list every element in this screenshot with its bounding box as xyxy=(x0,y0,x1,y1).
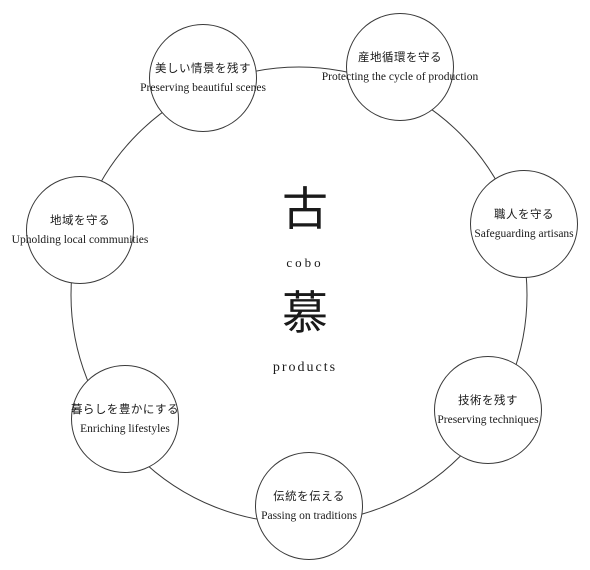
value-node-protecting-production-cycle: 産地循環を守る Protecting the cycle of producti… xyxy=(322,13,478,121)
value-node-safeguarding-artisans: 職人を守る Safeguarding artisans xyxy=(470,170,578,278)
value-label-jp: 職人を守る xyxy=(494,207,554,221)
value-node-preserving-scenes: 美しい情景を残す Preserving beautiful scenes xyxy=(140,24,266,132)
value-label-en: Protecting the cycle of production xyxy=(321,71,479,83)
value-node-local-communities: 地域を守る Upholding local communities xyxy=(12,176,148,284)
value-node-preserving-techniques: 技術を残す Preserving techniques xyxy=(434,356,542,464)
value-label-jp: 暮らしを豊かにする xyxy=(70,402,180,416)
logo-tagline: products xyxy=(272,360,338,375)
value-label-jp: 美しい情景を残す xyxy=(155,61,251,75)
value-node-enriching-lifestyles: 暮らしを豊かにする Enriching lifestyles xyxy=(71,365,179,473)
value-label-jp: 伝統を伝える xyxy=(273,489,345,503)
value-node-passing-traditions: 伝統を伝える Passing on traditions xyxy=(255,452,363,560)
value-label-en: Enriching lifestyles xyxy=(80,423,170,435)
logo-kanji-top: 古 xyxy=(282,182,328,236)
value-label-jp: 地域を守る xyxy=(50,213,110,227)
value-label-jp: 技術を残す xyxy=(458,393,518,407)
logo-romaji: cobo xyxy=(286,255,324,270)
value-label-en: Preserving techniques xyxy=(437,414,539,426)
value-label-jp: 産地循環を守る xyxy=(358,50,442,64)
value-label-en: Safeguarding artisans xyxy=(474,228,574,240)
value-label-en: Preserving beautiful scenes xyxy=(140,82,266,94)
value-label-en: Upholding local communities xyxy=(11,234,149,246)
value-label-en: Passing on traditions xyxy=(261,510,357,522)
logo-kanji-bottom: 慕 xyxy=(282,286,328,340)
